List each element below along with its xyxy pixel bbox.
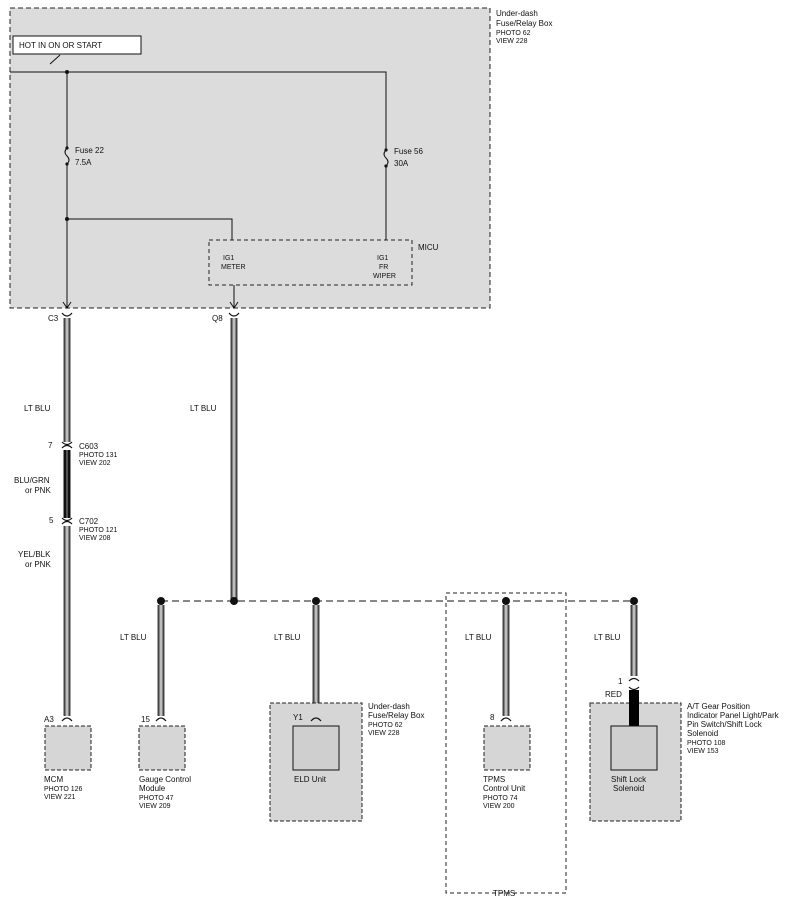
shift-box-2: Indicator Panel Light/Park [687, 711, 780, 720]
fuse-box-title: Under-dash [496, 9, 538, 18]
wire-color-eld: LT BLU [274, 633, 301, 642]
mcm-connector [61, 717, 73, 722]
fuse-box-subtitle: Fuse/Relay Box [496, 19, 552, 28]
eld-unit-box [292, 725, 340, 771]
eld-photo: PHOTO 62 [368, 722, 403, 729]
eld-pin: Y1 [293, 713, 303, 722]
tpms-photo: PHOTO 74 [483, 795, 518, 802]
hot-label-box [12, 35, 142, 55]
q8-connector [228, 312, 240, 317]
terminal-q8: Q8 [212, 314, 223, 323]
fuse56-rating: 30A [394, 159, 409, 168]
tpms-name-2: Control Unit [483, 784, 526, 793]
tpms-view: VIEW 200 [483, 803, 515, 810]
shift-view: VIEW 153 [687, 748, 719, 755]
fuse56-name-text: Fuse 56 [394, 147, 423, 156]
shift-name-1: Shift Lock [611, 775, 647, 784]
eld-view: VIEW 228 [368, 730, 400, 737]
tpms-box [483, 725, 531, 771]
terminal-c3: C3 [48, 314, 59, 323]
fuse22-terminal-top [65, 146, 69, 150]
wire-color-or-pnk-2: or PNK [25, 560, 51, 569]
q8-arrow [229, 301, 239, 309]
wire-color-red: RED [605, 690, 622, 699]
splice-node-tpms [502, 597, 510, 605]
mcm-view: VIEW 221 [44, 794, 76, 801]
c702-pin: 5 [49, 516, 54, 525]
eld-box-1: Under-dash [368, 702, 410, 711]
fuse56-symbol [383, 149, 389, 167]
c603-view: VIEW 202 [79, 460, 111, 467]
c702-photo: PHOTO 121 [79, 527, 117, 534]
mcm-box [44, 725, 92, 771]
tpms-group-box [445, 592, 567, 894]
eld-name: ELD Unit [294, 775, 327, 784]
c3-connector [61, 312, 73, 317]
c3-arrow [62, 301, 72, 309]
c702-name: C702 [79, 517, 99, 526]
tpms-connector [500, 717, 512, 722]
fuse22-rating: 7.5A [75, 158, 92, 167]
c603-name: C603 [79, 442, 99, 451]
wire-color-yel-blk: YEL/BLK [18, 550, 51, 559]
wire-color-shift: LT BLU [594, 633, 621, 642]
c702-view: VIEW 208 [79, 535, 111, 542]
gauge-name-2: Module [139, 784, 166, 793]
splice-node-eld [312, 597, 320, 605]
fuse22-name: Fuse 22 [75, 146, 104, 155]
wire-color-lt-blu-2: LT BLU [190, 404, 217, 413]
wire-color-blu-grn: BLU/GRN [14, 476, 50, 485]
wire-color-or-pnk-1: or PNK [25, 486, 51, 495]
shift-name-2: Solenoid [613, 784, 644, 793]
mcm-pin: A3 [44, 715, 54, 724]
tpms-pin: 8 [490, 713, 495, 722]
hot-label-pointer [49, 54, 61, 65]
gauge-box [138, 725, 186, 771]
eld-box-2: Fuse/Relay Box [368, 711, 424, 720]
micu-pin-b-3: WIPER [373, 273, 396, 280]
micu-pin-a-2: METER [221, 264, 246, 271]
c603-pin: 7 [48, 441, 53, 450]
shift-solenoid-box [610, 725, 658, 771]
eld-connector [310, 717, 322, 722]
wire-color-lt-blu-1: LT BLU [24, 404, 51, 413]
gauge-connector [155, 717, 167, 722]
shift-box-1: A/T Gear Position [687, 702, 750, 711]
fuse-relay-box [9, 7, 491, 309]
tpms-group-label: TPMS [493, 889, 515, 898]
micu-pin-b-1: IG1 [377, 255, 388, 262]
meter-feed [67, 218, 233, 240]
tpms-name-1: TPMS [483, 775, 505, 784]
gauge-photo: PHOTO 47 [139, 795, 174, 802]
mcm-photo: PHOTO 126 [44, 786, 82, 793]
gauge-pin: 15 [141, 715, 150, 724]
fuse22-symbol [64, 147, 70, 165]
mcm-name: MCM [44, 775, 63, 784]
shift-box-3: Pin Switch/Shift Lock [687, 720, 763, 729]
shift-pin: 1 [618, 677, 623, 686]
shift-connector [628, 677, 640, 691]
c603-photo: PHOTO 131 [79, 452, 117, 459]
hot-label: HOT IN ON OR START [19, 41, 102, 50]
c603-connector [61, 441, 73, 449]
wire-color-gauge: LT BLU [120, 633, 147, 642]
c702-connector [61, 517, 73, 525]
fuse56-terminal-top [384, 148, 388, 152]
micu-box [208, 239, 413, 286]
micu-label: MICU [418, 243, 439, 252]
gauge-view: VIEW 209 [139, 803, 171, 810]
shift-photo: PHOTO 108 [687, 740, 725, 747]
splice-node-gauge [157, 597, 165, 605]
fuse-box-photo: PHOTO 62 [496, 30, 531, 37]
power-bus [10, 71, 387, 150]
fuse-box-view: VIEW 228 [496, 38, 528, 45]
gauge-name-1: Gauge Control [139, 775, 191, 784]
splice-node-main [230, 597, 238, 605]
shift-box-4: Solenoid [687, 729, 718, 738]
micu-pin-a-1: IG1 [223, 255, 234, 262]
wire-color-tpms: LT BLU [465, 633, 492, 642]
micu-pin-b-2: FR [379, 264, 388, 271]
splice-node-shift [630, 597, 638, 605]
